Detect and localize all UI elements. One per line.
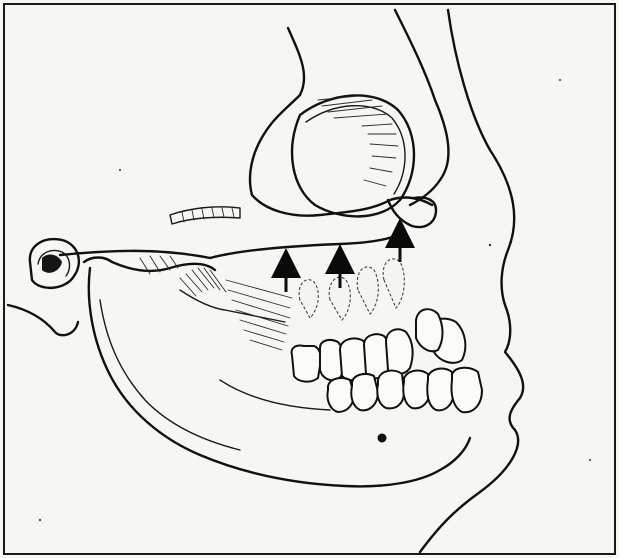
mental-foramen-dot [378,434,387,443]
